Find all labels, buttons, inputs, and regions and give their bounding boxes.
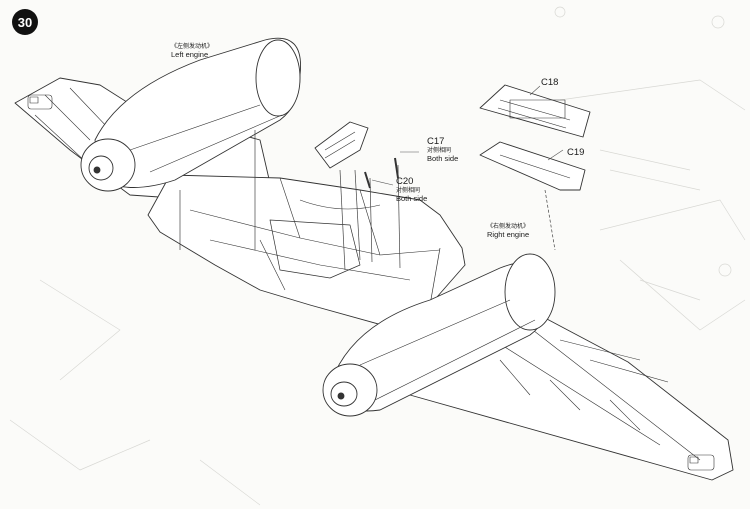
c17-part-number: C17 [427,136,445,147]
assembly-guide-line [179,130,556,271]
background-bleed [9,6,746,506]
c20-en-label: Both side [396,193,428,203]
right-engine-cn-label: 《右侧发动机》 [487,223,530,230]
leader-lines [371,85,564,186]
left-engine-en-label: Left engine [171,49,209,59]
right-wing [409,317,734,481]
landing-gear-door-c19 [479,141,586,191]
step-number: 30 [17,14,33,30]
step-number-badge: 30 [12,9,38,35]
left-engine-callout: 《左侧发动机》 Left engine [171,43,214,60]
c20-cn-label: 对侧相同 [396,186,421,194]
landing-gear-door-c18 [479,84,591,138]
right-engine-en-label: Right engine [487,229,530,239]
fuselage-panel-lines [189,177,441,291]
gear-bay-outline [269,219,361,279]
left-engine-nacelle [80,37,302,192]
c20-part-number: C20 [396,176,414,187]
c18-part-number: C18 [541,77,559,88]
gear-strut-c20 [364,171,371,189]
c17-en-label: Both side [427,153,459,163]
c17-callout: C17 对侧相同 Both side [427,136,459,163]
c19-part-number: C19 [567,147,585,158]
c20-callout: C20 对侧相同 Both side [396,176,428,203]
gear-door-c17 [314,121,369,169]
right-engine-callout: 《右侧发动机》 Right engine [487,223,530,240]
right-engine-nacelle [322,253,556,417]
left-engine-cn-label: 《左侧发动机》 [171,43,214,50]
c17-cn-label: 对侧相同 [427,146,452,154]
right-wing-panel-lines [469,319,715,471]
